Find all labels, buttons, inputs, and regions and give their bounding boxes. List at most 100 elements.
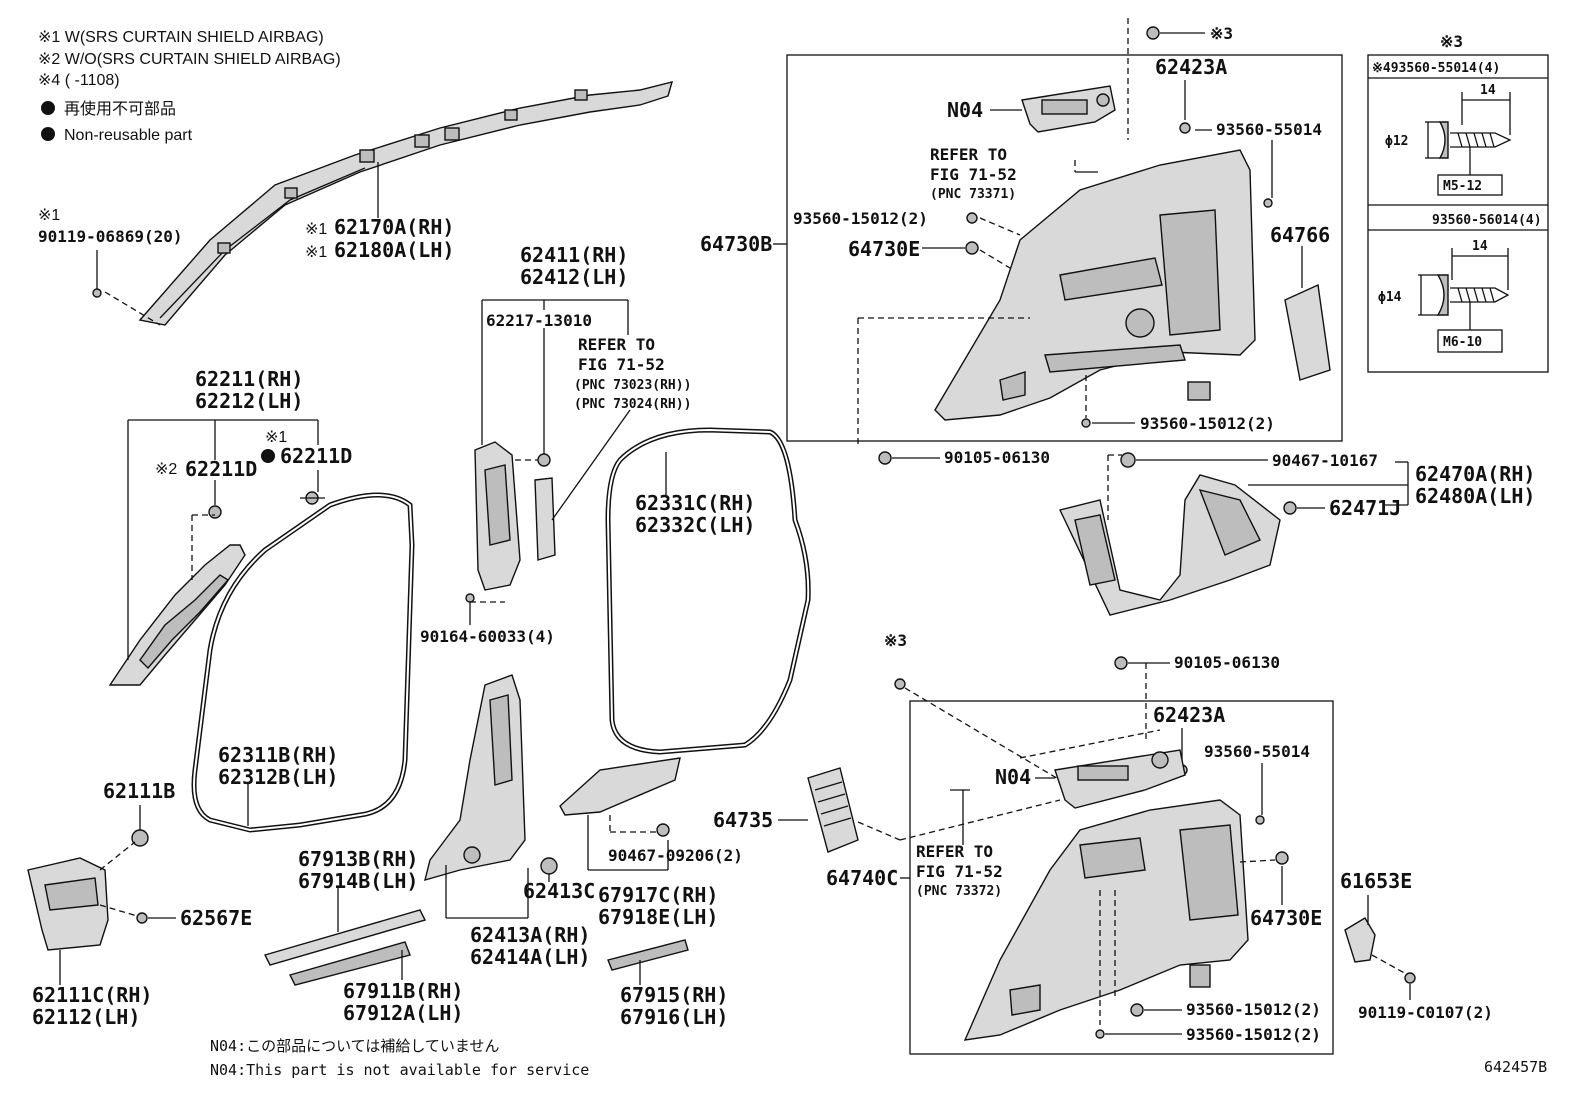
center-pillar-upper-part — [474, 441, 556, 591]
part-label-93560-55014-low: 93560-55014 — [1204, 742, 1310, 761]
mark-1a: ※1 — [305, 221, 327, 238]
part-label-62480A: 62480A(LH) — [1415, 484, 1535, 508]
part-label-93560-15012-low-2: 93560-15012(2) — [1186, 1025, 1321, 1044]
trim-cover-part — [1284, 283, 1331, 381]
part-label-62211: 62211(RH) — [195, 367, 303, 391]
inset-mark: ※3 — [1440, 32, 1463, 51]
inset-size-2: M6-10 — [1443, 335, 1482, 350]
part-label-93560-55014-top: 93560-55014 — [1216, 120, 1322, 139]
kick-panel-part — [27, 857, 109, 951]
upper-quarter-trim-box — [786, 54, 1343, 442]
part-label-62567E: 62567E — [180, 906, 252, 930]
lower-quarter-trim-part — [963, 799, 1249, 1041]
refer2-b: FIG 71-52 — [930, 165, 1017, 184]
part-label-90467-09206: 90467-09206(2) — [608, 846, 743, 865]
lower-cup-holder-part — [1054, 749, 1186, 809]
part-label-62413C: 62413C — [523, 879, 595, 903]
part-label-90467-10167: 90467-10167 — [1272, 451, 1378, 470]
refer1-a: REFER TO — [578, 335, 655, 354]
part-label-67912A: 67912A(LH) — [343, 1001, 463, 1025]
front-door-weatherstrip-part — [191, 492, 415, 833]
mark-1b: ※1 — [305, 244, 327, 261]
refer1-b: FIG 71-52 — [578, 355, 665, 374]
access-cover-part — [807, 767, 859, 853]
part-label-64730E-top: 64730E — [848, 237, 920, 261]
part-label-62413A: 62413A(RH) — [470, 923, 590, 947]
part-label-64735: 64735 — [713, 808, 773, 832]
legend: ※1 W(SRS CURTAIN SHIELD AIRBAG) ※2 W/O(S… — [38, 29, 341, 144]
part-label-62414A: 62414A(LH) — [470, 945, 590, 969]
inset-dia-1: ϕ12 — [1385, 134, 1408, 149]
non-reusable-dot-icon — [41, 127, 55, 141]
part-label-90119-06869: 90119-06869(20) — [38, 227, 183, 246]
part-label-62423A-top: 62423A — [1155, 55, 1227, 79]
part-label-67914B: 67914B(LH) — [298, 869, 418, 893]
inset-dim-2: 14 — [1472, 239, 1488, 254]
rear-scuff-plate-part — [559, 757, 689, 971]
refer1-d: (PNC 73024(RH)) — [574, 397, 691, 412]
part-label-62311B: 62311B(RH) — [218, 743, 338, 767]
figure-id: 642457B — [1484, 1058, 1547, 1076]
part-label-61653E: 61653E — [1340, 869, 1412, 893]
legend-line-3: ※4 ( -1108) — [38, 72, 120, 89]
rear-door-weatherstrip-part — [605, 427, 811, 755]
part-label-90119-C0107: 90119-C0107(2) — [1358, 1003, 1493, 1022]
mark-3-low: ※3 — [884, 631, 907, 650]
footer-note-jp: N04:この部品については補給していません — [210, 1037, 499, 1055]
part-label-67911B: 67911B(RH) — [343, 979, 463, 1003]
part-label-67917C: 67917C(RH) — [598, 883, 718, 907]
part-label-64766: 64766 — [1270, 223, 1330, 247]
footer-note-en: N04:This part is not available for servi… — [210, 1061, 589, 1079]
upper-cup-holder-part — [1021, 85, 1116, 133]
inset-dia-2: ϕ14 — [1378, 290, 1402, 305]
part-label-62180A: 62180A(LH) — [334, 238, 454, 262]
non-reusable-dot-icon — [261, 449, 275, 463]
refer2-a: REFER TO — [930, 145, 1007, 164]
non-reusable-dot-icon — [41, 101, 55, 115]
refer3-a: REFER TO — [916, 842, 993, 861]
part-label-62217: 62217-13010 — [486, 311, 592, 330]
part-label-62211D-b: 62211D — [280, 444, 352, 468]
back-door-opening-trim-part — [1059, 474, 1281, 616]
part-label-67916: 67916(LH) — [620, 1005, 728, 1029]
part-label-N04-low: N04 — [995, 765, 1031, 789]
part-label-62411: 62411(RH) — [520, 243, 628, 267]
part-label-64730E-low: 64730E — [1250, 906, 1322, 930]
legend-line-2: ※2 W/O(SRS CURTAIN SHIELD AIRBAG) — [38, 51, 341, 68]
roof-rail-trim-part — [138, 81, 674, 326]
part-label-62471J: 62471J — [1329, 496, 1401, 520]
part-label-62470A: 62470A(RH) — [1415, 462, 1535, 486]
center-pillar-lower-part — [424, 674, 526, 882]
part-label-62211D-a: 62211D — [185, 457, 257, 481]
legend-line-4: 再使用不可部品 — [64, 100, 176, 118]
upper-quarter-trim-part — [934, 149, 1256, 421]
front-scuff-plate-part — [263, 909, 427, 986]
part-label-67913B: 67913B(RH) — [298, 847, 418, 871]
part-label-62332C: 62332C(LH) — [635, 513, 755, 537]
part-label-62170A: 62170A(RH) — [334, 215, 454, 239]
part-label-62111C: 62111C(RH) — [32, 983, 152, 1007]
bracket-61653E-part — [1344, 917, 1376, 963]
front-pillar-garnish-part — [108, 544, 246, 686]
part-label-93560-15012-mid: 93560-15012(2) — [1140, 414, 1275, 433]
part-label-62112: 62112(LH) — [32, 1005, 140, 1029]
part-label-64740C: 64740C — [826, 866, 898, 890]
p90119-06869-mark: ※1 — [38, 207, 60, 224]
part-label-62412: 62412(LH) — [520, 265, 628, 289]
inset-size-1: M5-12 — [1443, 179, 1482, 194]
part-label-62331C: 62331C(RH) — [635, 491, 755, 515]
part-label-67915: 67915(RH) — [620, 983, 728, 1007]
part-label-62111B: 62111B — [103, 779, 175, 803]
part-label-67918E: 67918E(LH) — [598, 905, 718, 929]
inset-title-2: 93560-56014(4) — [1432, 213, 1542, 228]
refer3-c: (PNC 73372) — [916, 884, 1002, 899]
mark-2: ※2 — [155, 461, 177, 478]
part-label-93560-15012-top: 93560-15012(2) — [793, 209, 928, 228]
part-label-93560-15012-low-1: 93560-15012(2) — [1186, 1000, 1321, 1019]
part-label-90105-06130-low: 90105-06130 — [1174, 653, 1280, 672]
part-label-62212: 62212(LH) — [195, 389, 303, 413]
inset-dim-1: 14 — [1480, 83, 1496, 98]
inset-title-1: ※493560-55014(4) — [1372, 61, 1500, 76]
part-label-62423A-low: 62423A — [1153, 703, 1225, 727]
